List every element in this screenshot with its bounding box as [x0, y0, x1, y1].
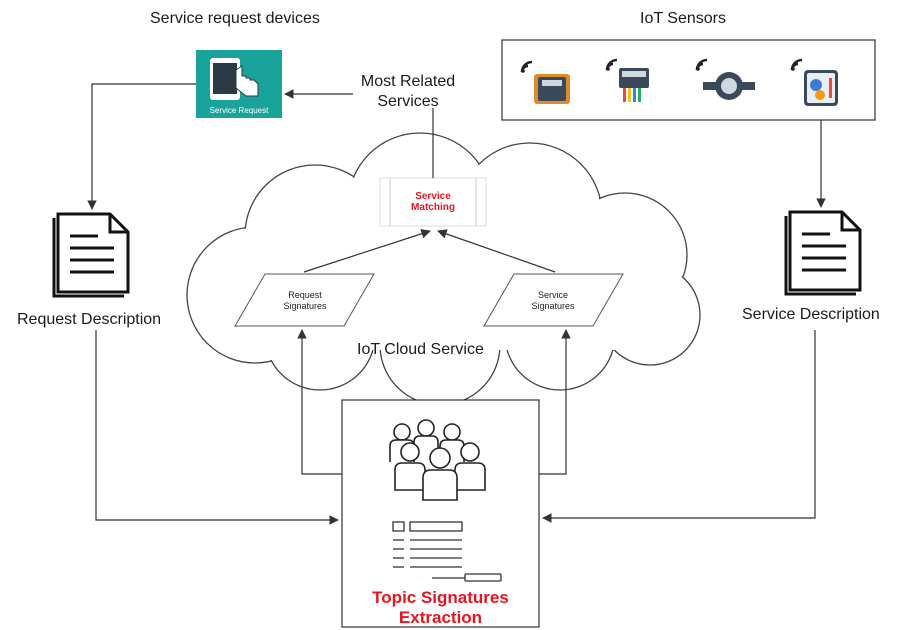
topic-signatures-extraction-label: Topic Signatures Extraction [372, 588, 509, 627]
service-matching-label: Service Matching [411, 191, 455, 213]
most-related-services-label: Most Related Services [360, 73, 456, 110]
service-request-label: Service Request [209, 106, 269, 115]
iot-cloud-service-label: IoT Cloud Service [357, 341, 484, 358]
service-signatures-shape [483, 273, 624, 327]
request-document-icon [52, 212, 130, 298]
service-matching-box [379, 177, 487, 227]
form-icon [392, 521, 502, 582]
service-description-label: Service Description [742, 306, 880, 323]
request-signatures-label: Request Signatures [283, 290, 327, 311]
wifi-sensor-3-icon [695, 58, 755, 100]
wifi-sensor-1-icon [520, 60, 570, 104]
service-document-icon [784, 210, 862, 296]
people-group-icon [389, 419, 486, 501]
service-signatures-label: Service Signatures [531, 290, 575, 311]
extraction-box [341, 399, 540, 628]
iot-sensors-label: IoT Sensors [640, 10, 726, 27]
wifi-sensor-2-icon [605, 58, 649, 102]
request-description-label: Request Description [17, 311, 162, 328]
wifi-sensor-4-icon [790, 58, 838, 106]
connectors [87, 83, 826, 525]
service-request-devices-label: Service request devices [150, 10, 320, 27]
touch-tablet-icon [196, 50, 282, 118]
request-signatures-shape [234, 273, 375, 327]
